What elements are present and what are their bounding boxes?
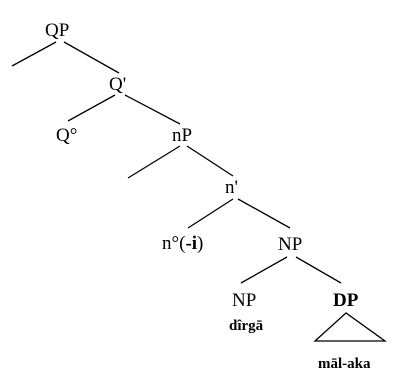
np-left-word: dîrgā	[229, 318, 264, 334]
node-n-head: n°(-i)	[162, 233, 203, 254]
node-q-head: Q°	[56, 125, 77, 146]
dp-triangle	[313, 312, 388, 342]
branch-nbar-nhead	[187, 198, 234, 229]
n-head-prefix: n°(	[162, 233, 185, 254]
node-q-bar: Q'	[109, 74, 126, 95]
branch-nbar-np	[237, 198, 291, 229]
n-head-suffix: -i	[185, 233, 197, 254]
node-qp: QP	[45, 20, 69, 41]
n-head-close: )	[197, 233, 203, 254]
branch-np-npleft	[240, 256, 288, 284]
branch-qp-qbar	[63, 41, 120, 74]
node-np-right: NP	[278, 234, 302, 255]
node-n-bar: n'	[225, 177, 238, 198]
branch-np-dp	[295, 256, 342, 284]
tree-branches	[11, 41, 388, 342]
node-np-left: NP	[232, 290, 256, 311]
branch-np-left	[127, 145, 181, 179]
node-dp: DP	[333, 290, 359, 311]
dp-word: māl-aka	[318, 356, 371, 372]
node-np-top: nP	[172, 125, 192, 146]
branch-np-nbar	[186, 145, 234, 177]
branch-qp-left	[11, 41, 57, 67]
branch-qbar-np	[124, 94, 181, 125]
branch-qbar-qhead	[67, 94, 116, 122]
